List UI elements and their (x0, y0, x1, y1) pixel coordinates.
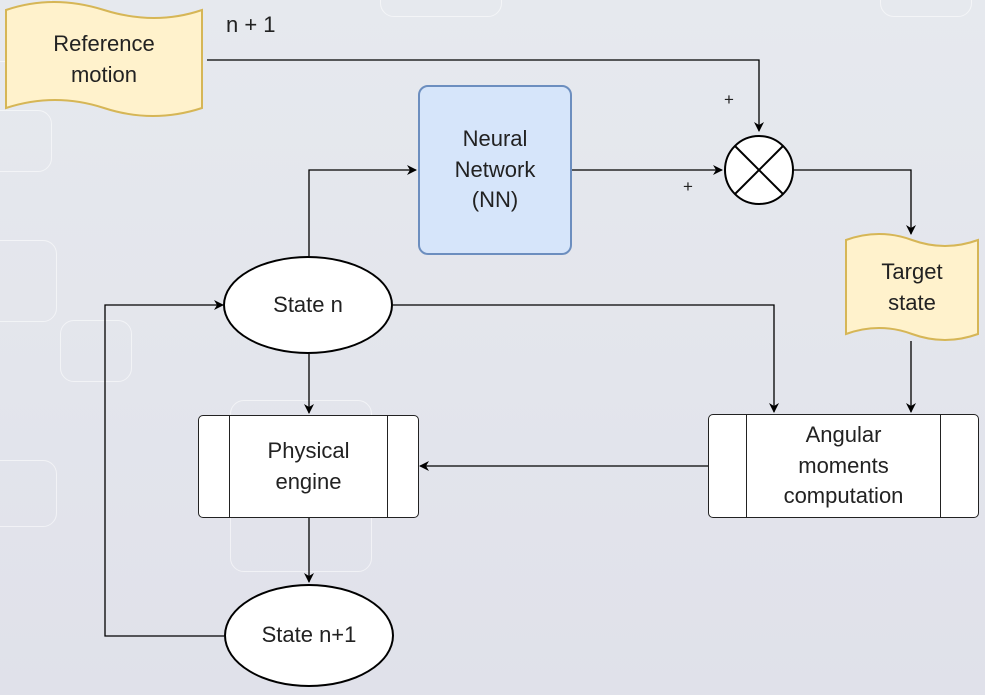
plus-sign-left: + (683, 177, 693, 196)
background-decoration (60, 320, 132, 382)
edge-nextstate-to-state (104, 300, 224, 637)
state-n-plus-1-node: State n+1 (224, 584, 394, 687)
target-state-node: Target state (846, 244, 978, 332)
process-right-bar (387, 416, 388, 517)
neural-network-label: Neural Network (NN) (454, 125, 536, 213)
edge-state-to-nn (308, 165, 417, 256)
process-left-bar (746, 415, 747, 517)
background-decoration (0, 460, 57, 527)
edge-state-to-angular (393, 304, 779, 413)
reference-motion-label: Reference motion (53, 31, 155, 87)
background-decoration (0, 240, 57, 322)
reference-motion-node: Reference motion (6, 14, 202, 106)
plus-sign-top: + (724, 90, 734, 109)
state-n-label: State n (273, 291, 343, 317)
physical-engine-node: Physical engine (198, 415, 419, 518)
state-n-node: State n (223, 256, 393, 354)
angular-moments-label: Angular moments computation (783, 421, 904, 509)
process-left-bar (229, 416, 230, 517)
summing-junction-icon (724, 135, 794, 205)
background-decoration (0, 110, 52, 172)
state-n-plus-1-label: State n+1 (261, 622, 357, 648)
target-state-label: Target state (881, 259, 943, 315)
process-right-bar (940, 415, 941, 517)
edge-sum-to-target (793, 169, 916, 235)
reference-index-label: n + 1 (226, 12, 276, 37)
edge-reference-to-sum (207, 59, 764, 132)
target-state-shape (845, 233, 979, 341)
physical-engine-label: Physical engine (267, 437, 350, 494)
reference-motion-shape (5, 1, 203, 117)
neural-network-node: Neural Network (NN) (418, 85, 572, 255)
angular-moments-node: Angular moments computation (708, 414, 979, 518)
